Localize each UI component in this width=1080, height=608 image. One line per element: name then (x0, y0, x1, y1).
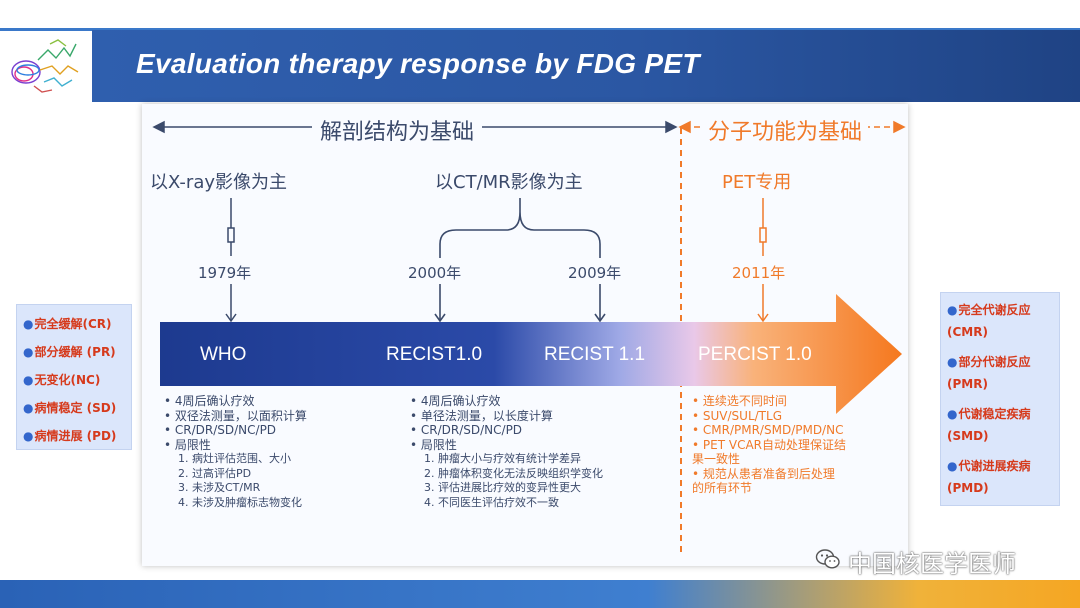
legend-item: ●部分代谢反应 (947, 355, 1031, 369)
note-line: 4. 不同医生评估疗效不一致 (424, 495, 559, 509)
note-line: 3. 未涉及CT/MR (178, 481, 261, 494)
method-percist: PERCIST 1.0 (698, 344, 812, 365)
note-line: • 4周后确认疗效 (410, 394, 501, 408)
legend-item: (PMD) (947, 481, 989, 495)
legend-item: (CMR) (947, 325, 988, 339)
watermark-text: 中国核医学医师 (848, 550, 1016, 578)
method-recist11: RECIST 1.1 (544, 344, 646, 365)
note-line: • 连续选不同时间 (692, 394, 787, 408)
title-banner: Evaluation therapy response by FDG PET (92, 30, 1080, 102)
note-line: 果一致性 (692, 452, 741, 466)
who-notes: • 4周后确认疗效 • 双径法测量，以面积计算 • CR/DR/SD/NC/PD… (164, 394, 307, 510)
wechat-icon (815, 549, 840, 569)
note-line: • SUV/SUL/TLG (692, 408, 782, 423)
xray-marker (225, 198, 237, 323)
note-line: • CR/DR/SD/NC/PD (410, 423, 523, 437)
note-line: • 4周后确认疗效 (164, 394, 255, 408)
note-line: 2. 肿瘤体积变化无法反映组织学变化 (424, 466, 603, 480)
pet-era-label: PET专用 (722, 172, 792, 193)
note-line: 的所有环节 (692, 481, 753, 495)
year-2011: 2011年 (732, 264, 786, 282)
timeline-arrow (160, 294, 902, 414)
xray-era-label: 以X-ray影像为主 (150, 172, 288, 193)
note-line: • CR/DR/SD/NC/PD (164, 423, 277, 437)
legend-item: ●代谢稳定疾病 (947, 407, 1031, 421)
method-who: WHO (200, 344, 247, 365)
note-line: • 局限性 (410, 437, 457, 452)
note-line: • 规范从患者准备到后处理 (692, 466, 835, 481)
legend-item: ●部分缓解 (PR) (23, 345, 116, 359)
legend-item: ●病情稳定 (SD) (23, 401, 117, 415)
year-2000: 2000年 (408, 264, 462, 282)
legend-item: (SMD) (947, 429, 989, 443)
legend-item: ●完全代谢反应 (947, 303, 1031, 317)
metabolic-response-legend: ●完全代谢反应 (CMR) ●部分代谢反应 (PMR) ●代谢稳定疾病 (SMD… (940, 292, 1060, 506)
recist-notes: • 4周后确认疗效 • 单径法测量，以长度计算 • CR/DR/SD/NC/PD… (410, 394, 603, 510)
pet-marker (757, 198, 769, 323)
top-accent-line (0, 28, 1080, 31)
note-line: 1. 病灶评估范围、大小 (178, 452, 291, 465)
legend-item: ●代谢进展疾病 (947, 459, 1031, 473)
legend-item: (PMR) (947, 377, 988, 391)
legend-item: ●无变化(NC) (23, 373, 101, 387)
note-line: • 局限性 (164, 437, 211, 452)
note-line: • CMR/PMR/SMD/PMD/NC (692, 423, 844, 437)
molecular-phase-label: 分子功能为基础 (702, 114, 869, 146)
note-line: 3. 评估进展比疗效的变异性更大 (424, 481, 581, 494)
ctmr-era-label: 以CT/MR影像为主 (435, 172, 583, 193)
anatomical-phase-label: 解剖结构为基础 (312, 114, 483, 146)
note-line: • 双径法测量，以面积计算 (164, 408, 307, 423)
legend-item: ●病情进展 (PD) (23, 429, 117, 443)
method-recist10: RECIST1.0 (386, 344, 483, 365)
year-2009: 2009年 (568, 264, 622, 282)
note-line: • PET VCAR自动处理保证结 (692, 437, 846, 452)
year-1979: 1979年 (198, 264, 252, 282)
note-line: • 单径法测量，以长度计算 (410, 408, 553, 423)
note-line: 1. 肿瘤大小与疗效有统计学差异 (424, 452, 581, 465)
response-criteria-legend: ●完全缓解(CR) ●部分缓解 (PR) ●无变化(NC) ●病情稳定 (SD)… (16, 304, 132, 450)
bottom-accent-bar (0, 580, 1080, 608)
note-line: 4. 未涉及肿瘤标志物变化 (178, 495, 302, 509)
protein-structure-logo (11, 39, 79, 93)
note-line: 2. 过高评估PD (178, 466, 252, 480)
ctmr-bracket (434, 198, 606, 323)
slide-title: Evaluation therapy response by FDG PET (136, 48, 700, 79)
percist-notes: • 连续选不同时间 • SUV/SUL/TLG • CMR/PMR/SMD/PM… (692, 394, 846, 496)
legend-item: ●完全缓解(CR) (23, 317, 112, 331)
